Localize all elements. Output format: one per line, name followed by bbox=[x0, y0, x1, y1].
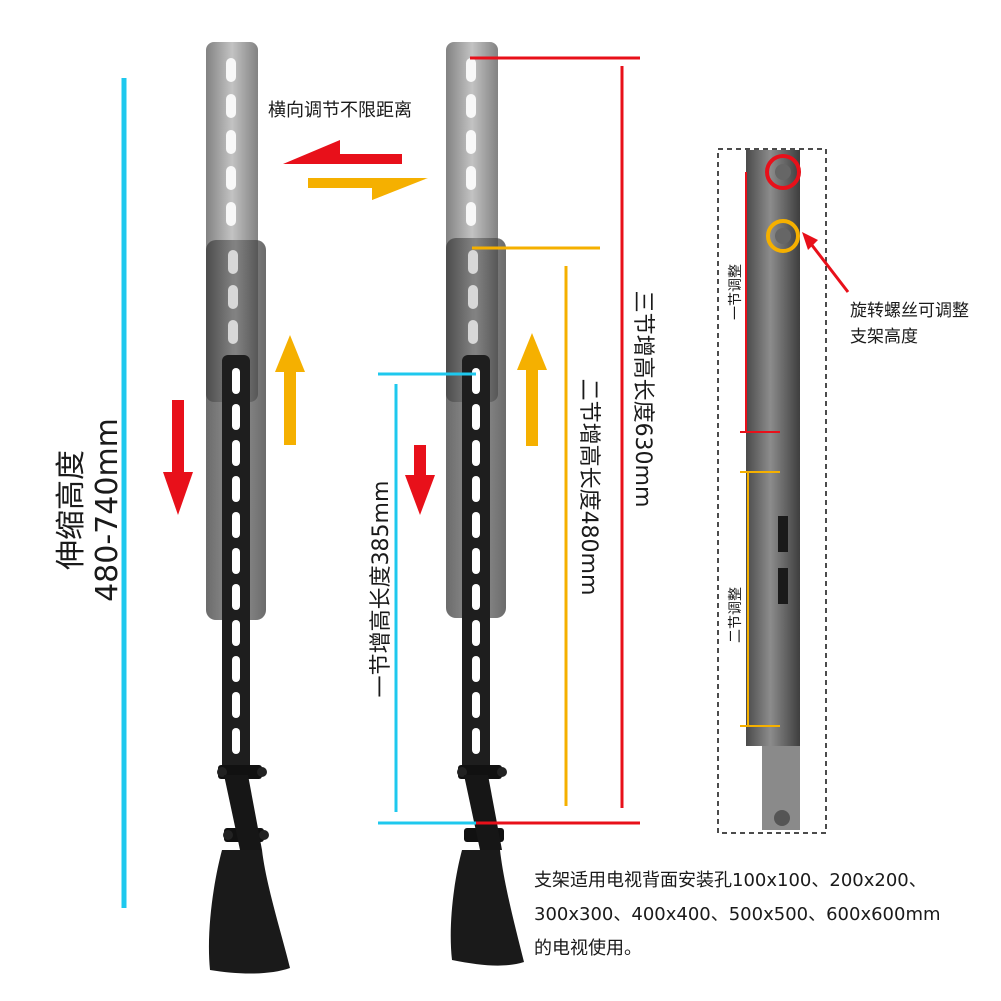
range-label: 伸缩高度 480-740mm bbox=[54, 400, 126, 620]
left-arrow-icon bbox=[283, 140, 402, 164]
range-value: 480-740mm bbox=[90, 418, 125, 602]
detail-box bbox=[717, 148, 850, 834]
three-section-dimension bbox=[470, 56, 640, 825]
screw-note: 旋转螺丝可调整 支架高度 bbox=[850, 298, 969, 350]
two-section-label: 二节增高长度480mm bbox=[576, 378, 601, 596]
screw-note-line1: 旋转螺丝可调整 bbox=[850, 301, 969, 321]
one-section-dimension bbox=[378, 372, 476, 825]
compatibility-line3: 的电视使用。 bbox=[534, 938, 642, 959]
one-section-label: 一节增高长度385mm bbox=[369, 480, 394, 698]
center-stand bbox=[446, 42, 524, 966]
up-arrow-icon bbox=[275, 333, 547, 446]
screw-note-line2: 支架高度 bbox=[850, 327, 918, 347]
horizontal-note: 横向调节不限距离 bbox=[268, 100, 412, 121]
compatibility-note: 支架适用电视背面安装孔100x100、200x200、 300x300、400x… bbox=[534, 864, 941, 966]
compatibility-line1: 支架适用电视背面安装孔100x100、200x200、 bbox=[534, 870, 927, 891]
adjust-one-label: 一节调整 bbox=[728, 264, 744, 320]
range-title: 伸缩高度 bbox=[54, 450, 89, 570]
two-section-dimension bbox=[472, 246, 600, 806]
three-section-label: 三节增高长度630mm bbox=[630, 290, 655, 508]
down-arrow-icon bbox=[163, 400, 435, 515]
left-stand bbox=[206, 42, 290, 974]
compatibility-line2: 300x300、400x400、500x500、600x600mm bbox=[534, 904, 941, 925]
adjust-two-label: 二节调整 bbox=[728, 587, 744, 643]
